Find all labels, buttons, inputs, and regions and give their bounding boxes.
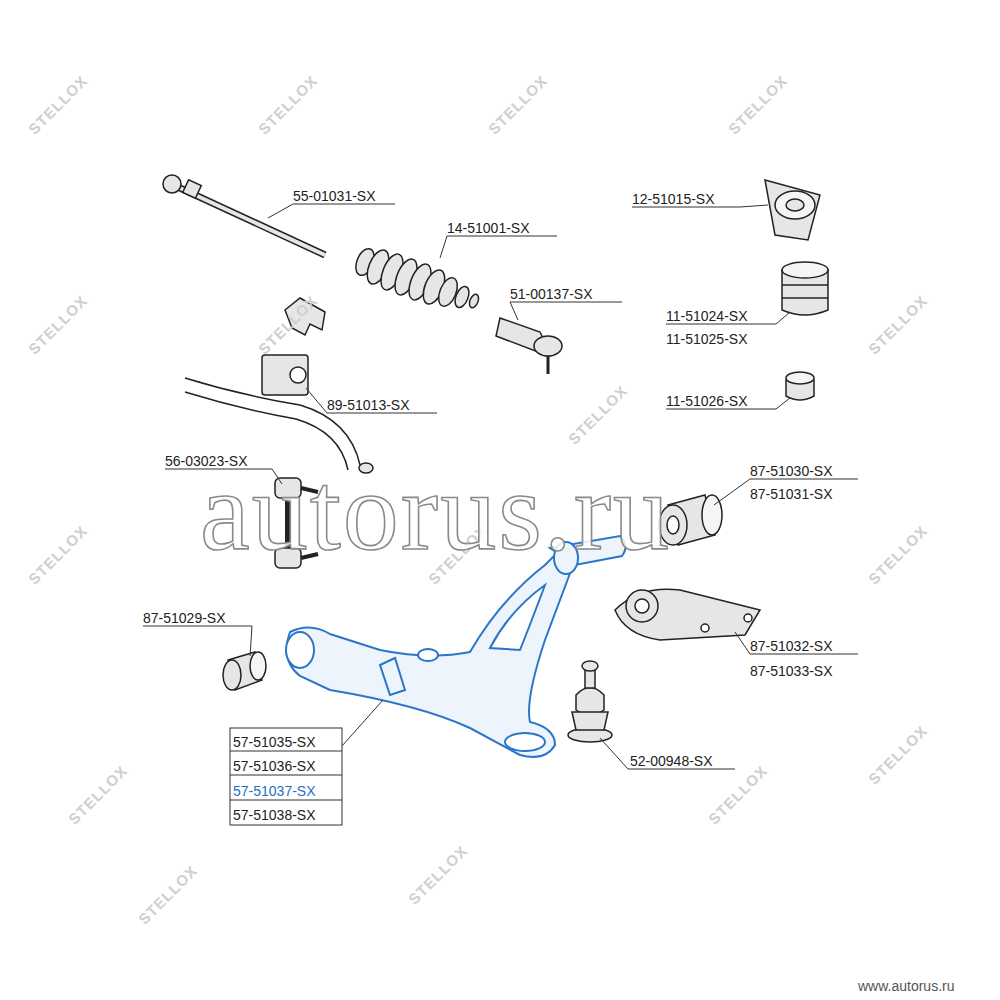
bump-stop xyxy=(782,284,828,286)
leader-lines xyxy=(230,728,342,825)
part-number: 57-51036-SX xyxy=(233,758,316,774)
part-number: 11-51025-SX xyxy=(666,331,747,347)
tie-rod-end xyxy=(534,336,562,356)
leader-lines xyxy=(230,775,342,776)
part-number: 11-51024-SX xyxy=(666,308,747,324)
leader-lines xyxy=(143,204,858,825)
leader-lines xyxy=(600,738,628,769)
watermark: STELLOX xyxy=(565,382,630,447)
control-arm xyxy=(505,733,545,751)
arm-bushing-bracket xyxy=(701,624,709,632)
strut-mount xyxy=(765,180,820,240)
parts-illustration xyxy=(163,175,828,757)
watermark: STELLOX xyxy=(255,72,320,137)
leader-lines xyxy=(440,236,447,258)
tie-rod xyxy=(163,175,181,193)
part-number: 14-51001-SX xyxy=(447,220,530,236)
bump-stop xyxy=(782,262,828,315)
arm-bushing-bracket xyxy=(626,590,658,622)
bump-stop xyxy=(782,262,828,278)
part-number: 57-51038-SX xyxy=(233,807,316,823)
stabilizer-bushing xyxy=(290,367,306,383)
part-number: 87-51030-SX xyxy=(750,463,833,479)
bump-stop xyxy=(782,297,828,299)
part-number-highlighted: 57-51037-SX xyxy=(233,783,316,799)
steering-boot xyxy=(452,285,471,310)
ball-joint xyxy=(582,661,598,671)
control-arm xyxy=(380,658,405,695)
part-number: 87-51033-SX xyxy=(750,663,833,679)
tie-rod xyxy=(183,180,202,199)
dust-cap xyxy=(786,372,814,384)
dust-cap xyxy=(786,372,814,400)
watermark: STELLOX xyxy=(25,292,90,357)
watermark: STELLOX xyxy=(25,72,90,137)
ball-joint xyxy=(572,712,608,730)
leader-lines xyxy=(230,751,342,752)
arm-bushing-front xyxy=(223,652,266,690)
leader-lines xyxy=(714,479,750,505)
ball-joint xyxy=(576,688,604,716)
control-arm xyxy=(490,585,545,650)
tie-rod-end xyxy=(547,356,550,374)
leader-lines xyxy=(268,204,293,218)
leader-lines xyxy=(230,800,342,801)
part-number: 87-51032-SX xyxy=(750,638,833,654)
part-number: 11-51026-SX xyxy=(666,393,747,409)
leader-lines xyxy=(740,205,768,207)
part-number: 87-51029-SX xyxy=(143,610,226,626)
watermark: STELLOX xyxy=(865,522,930,587)
arm-bushing-bracket xyxy=(615,589,760,640)
part-number: 52-00948-SX xyxy=(630,753,713,769)
website-url: www.autorus.ru xyxy=(858,978,954,994)
leader-lines xyxy=(342,700,383,746)
watermark: STELLOX xyxy=(25,522,90,587)
arm-bushing-bracket xyxy=(615,589,760,640)
part-number: 51-00137-SX xyxy=(510,286,593,302)
part-number: 57-51035-SX xyxy=(233,734,316,750)
leader-lines xyxy=(510,302,518,320)
steering-boot xyxy=(352,246,480,309)
arm-bushing-front xyxy=(250,652,266,680)
watermark: STELLOX xyxy=(405,842,470,907)
watermark: STELLOX xyxy=(135,862,200,927)
watermark: STELLOX xyxy=(485,72,550,137)
leader-lines xyxy=(306,388,327,413)
control-arm xyxy=(286,632,314,668)
part-number: 55-01031-SX xyxy=(293,188,376,204)
leader-lines xyxy=(776,312,790,324)
watermark: STELLOX xyxy=(705,762,770,827)
watermark: STELLOX xyxy=(725,72,790,137)
control-arm xyxy=(418,649,438,661)
arm-bushing-bracket xyxy=(744,614,752,622)
tie-rod-end xyxy=(496,318,562,374)
leader-lines xyxy=(250,626,252,656)
arm-bushing-bracket xyxy=(635,599,649,613)
watermark: autorus.ru xyxy=(200,455,671,567)
strut-mount xyxy=(775,191,815,219)
leader-lines xyxy=(735,632,750,654)
arm-bushing-front xyxy=(223,660,241,690)
watermark: STELLOX xyxy=(865,292,930,357)
strut-mount xyxy=(786,199,804,211)
part-number: 87-51031-SX xyxy=(750,486,833,502)
watermark: STELLOX xyxy=(865,722,930,787)
part-number: 89-51013-SX xyxy=(327,397,410,413)
leader-lines xyxy=(776,398,790,409)
stabilizer-bushing xyxy=(262,355,308,395)
control-arm xyxy=(286,536,626,757)
ball-joint xyxy=(568,661,612,742)
stabilizer-bushing xyxy=(262,355,308,395)
watermark: STELLOX xyxy=(65,762,130,827)
steering-boot xyxy=(468,293,481,309)
strut-mount xyxy=(765,180,820,240)
tie-rod xyxy=(163,175,325,255)
part-number: 12-51015-SX xyxy=(632,191,715,207)
